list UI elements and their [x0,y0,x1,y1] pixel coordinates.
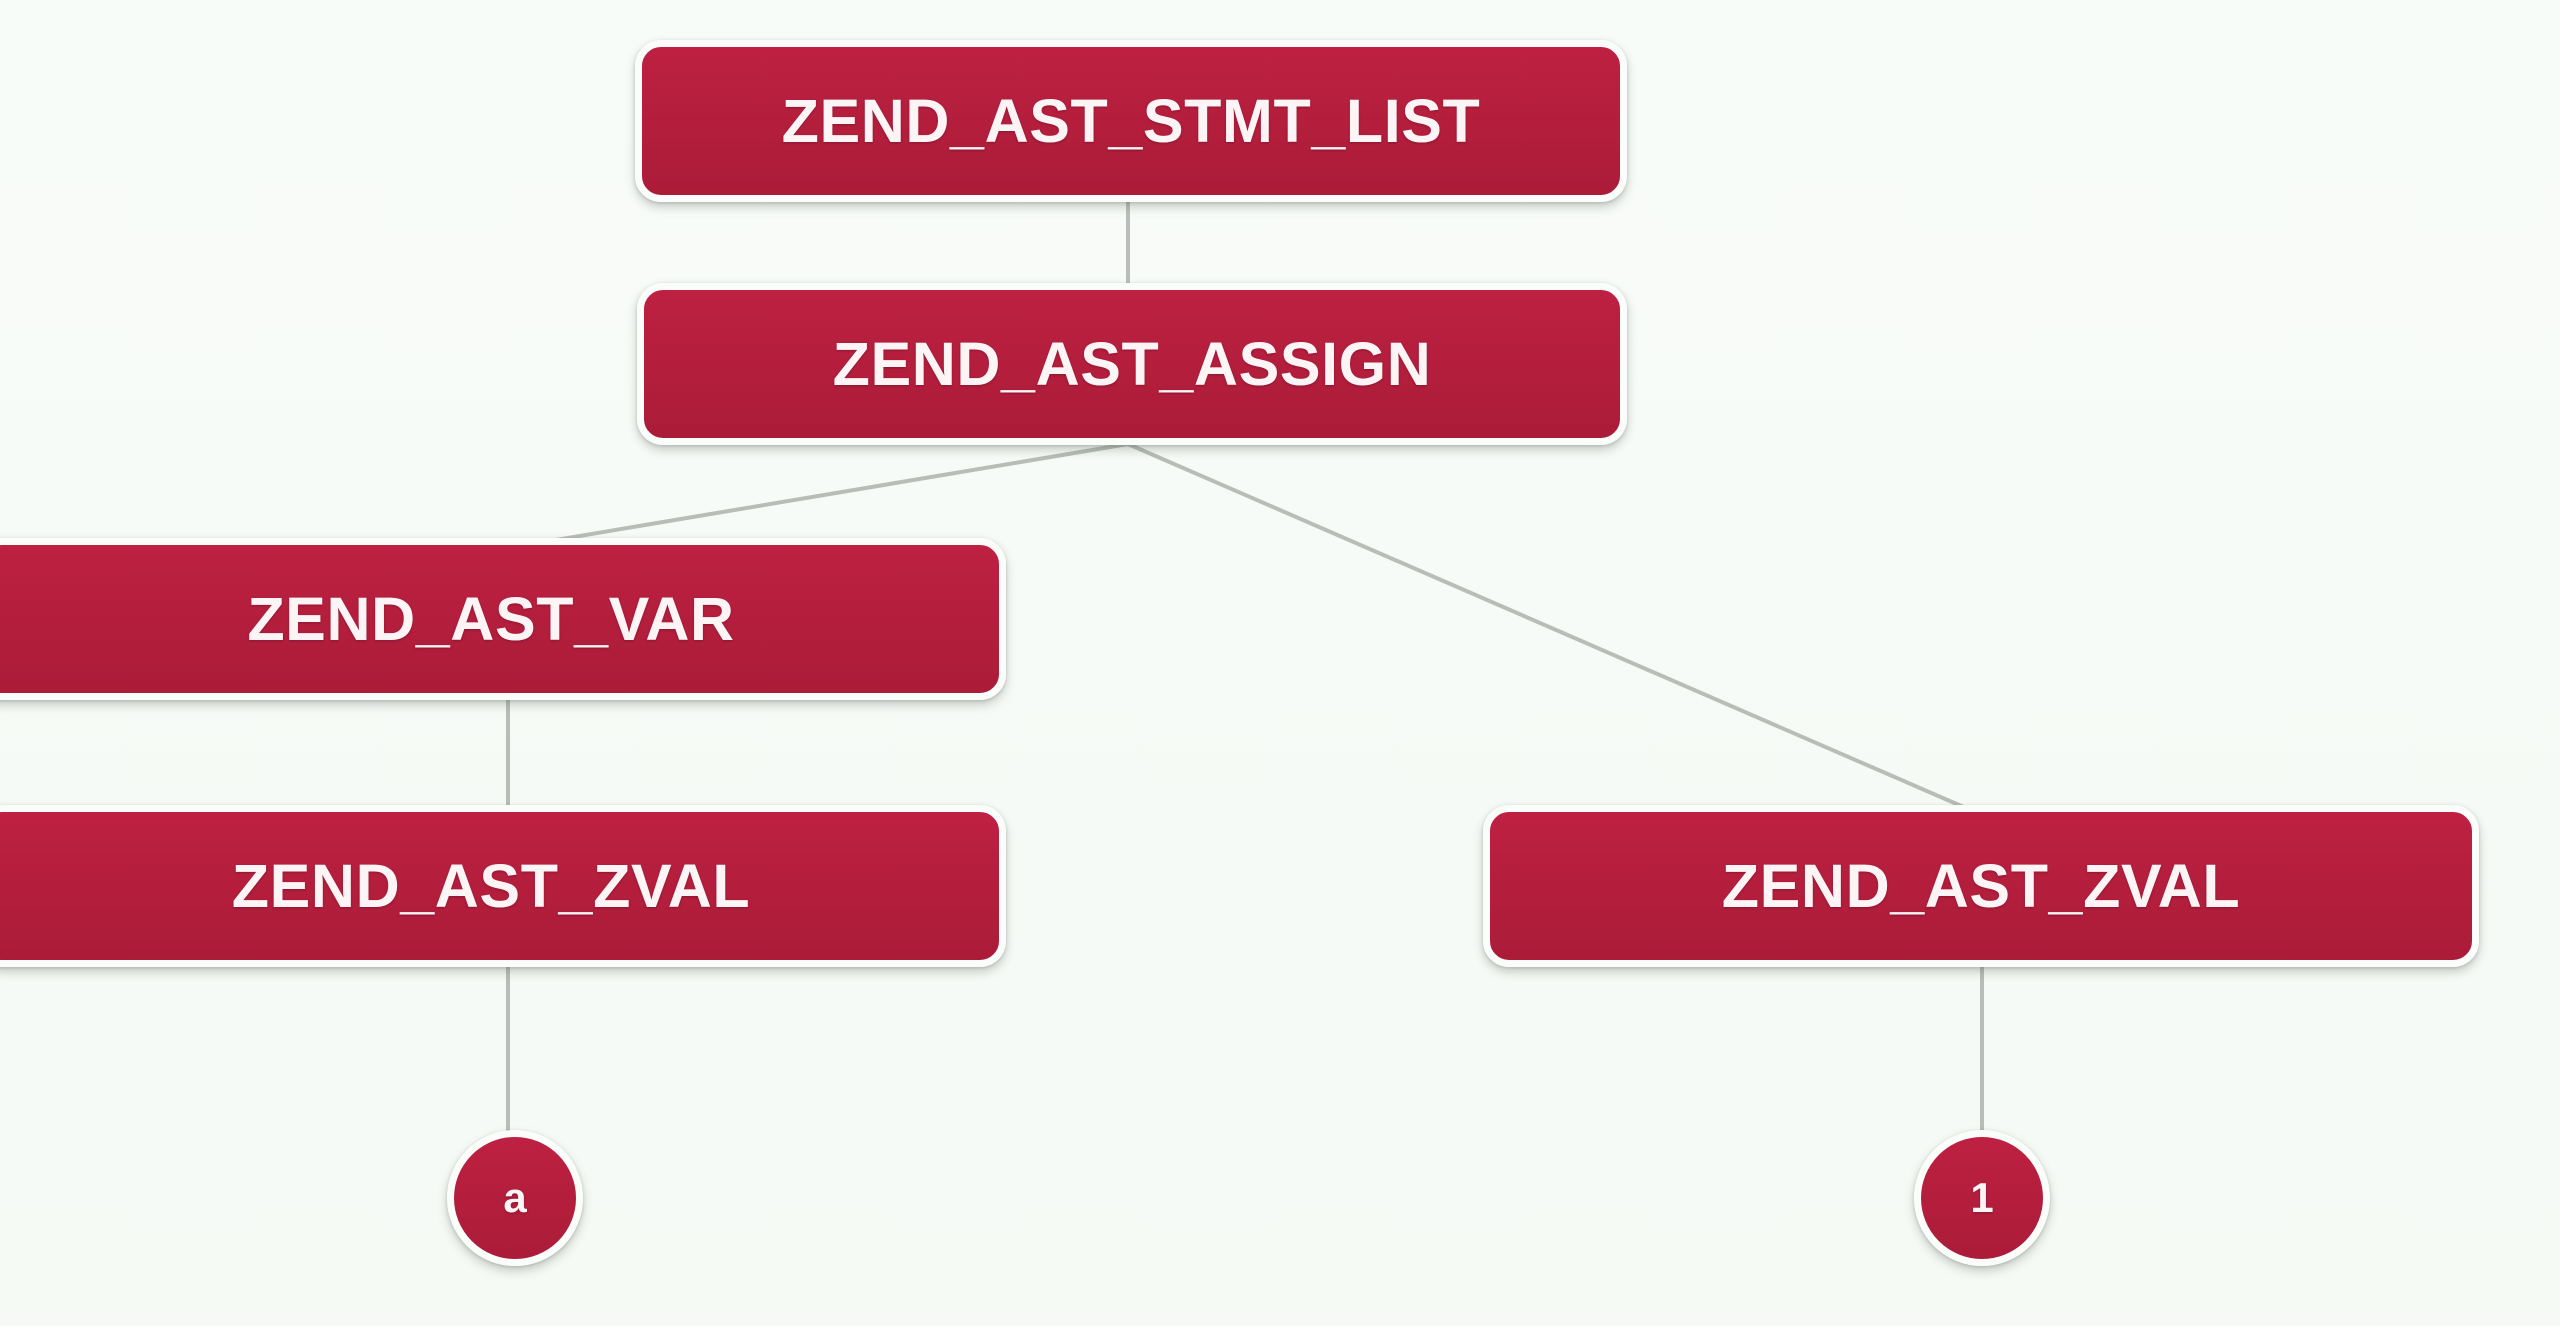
ast-node-assign[interactable]: ZEND_AST_ASSIGN [637,283,1627,445]
ast-node-stmt-list[interactable]: ZEND_AST_STMT_LIST [635,40,1627,202]
ast-leaf-value-1[interactable]: 1 [1914,1130,2050,1266]
edge-assign-zvalright [1126,442,1984,817]
ast-node-zval-left[interactable]: ZEND_AST_ZVAL [0,805,1006,967]
ast-node-label: ZEND_AST_STMT_LIST [781,86,1481,155]
ast-node-label: ZEND_AST_ZVAL [231,851,751,920]
ast-leaf-value-a[interactable]: a [447,1130,583,1266]
ast-node-var[interactable]: ZEND_AST_VAR [0,538,1006,700]
edge-assign-var [506,442,1130,550]
ast-leaf-label: a [503,1174,527,1221]
ast-node-zval-right[interactable]: ZEND_AST_ZVAL [1483,805,2479,967]
ast-node-label: ZEND_AST_ZVAL [1721,851,2241,920]
ast-node-label: ZEND_AST_VAR [247,584,735,653]
ast-leaf-label: 1 [1970,1174,1994,1221]
ast-node-label: ZEND_AST_ASSIGN [832,329,1432,398]
